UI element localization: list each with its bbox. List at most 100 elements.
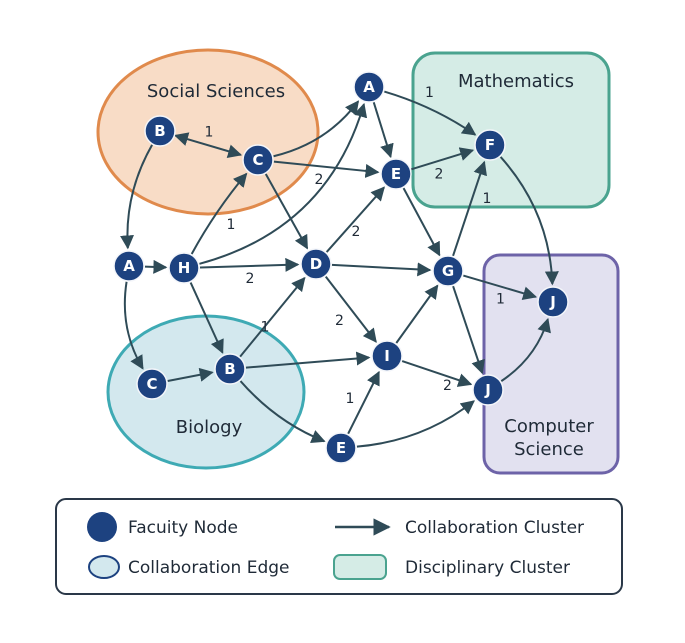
legend-node-icon (87, 512, 117, 542)
node-label-left_A: A (123, 257, 135, 275)
node-circle-bio_C (136, 368, 168, 400)
node-circle-mid_E (380, 158, 412, 190)
node-label-I: I (384, 347, 390, 365)
edges-layer (120, 90, 559, 448)
node-label-top_A: A (363, 78, 375, 96)
edge-H-to-top_A (199, 102, 368, 265)
legend-edge-icon (88, 555, 120, 579)
edge-H-to-ss_C (190, 172, 248, 255)
node-label-cs_J2: J (484, 381, 491, 399)
edge-ss_B-to-ss_C (173, 132, 243, 159)
node-label-bio_B: B (224, 360, 235, 378)
edge-bio_B-to-low_E (239, 380, 326, 444)
mathematics-cluster (411, 51, 611, 209)
node-circle-cs_J1 (537, 286, 569, 318)
node-circle-H (168, 252, 200, 284)
edge-weight-bio_B-to-D: 1 (261, 320, 270, 336)
node-circle-bio_B (214, 353, 246, 385)
edge-mid_E-to-m_F (410, 147, 475, 171)
node-low_E: E (325, 432, 357, 464)
biology-cluster (106, 314, 306, 470)
edge-bio_C-to-bio_B (167, 367, 214, 382)
edge-weight-H-to-ss_C: 1 (227, 217, 236, 233)
edge-left_A-to-bio_C (123, 281, 144, 370)
node-cs_J1: J (537, 286, 569, 318)
node-I: I (371, 340, 403, 372)
edge-D-to-I (324, 276, 377, 343)
edge-bio_B-to-D (239, 276, 306, 358)
node-H: H (168, 252, 200, 284)
computer-science-label-line2: Science (514, 439, 584, 460)
edge-m_F-to-cs_J1 (499, 156, 559, 286)
node-circle-m_F (474, 129, 506, 161)
edge-bio_B-to-I (245, 351, 371, 369)
edge-G-to-cs_J1 (463, 274, 538, 301)
edge-weight-ss_B-to-ss_C: 1 (205, 125, 214, 141)
edge-ss_C-to-top_A (273, 100, 360, 158)
node-label-bio_C: C (146, 375, 157, 393)
edge-D-to-G (331, 262, 432, 277)
node-circle-G (432, 255, 464, 287)
edge-weight-G-to-cs_J1: 1 (496, 292, 505, 308)
node-cs_J2: J (472, 374, 504, 406)
edge-top_A-to-mid_E (372, 101, 394, 159)
edge-mid_E-to-G (402, 187, 441, 257)
legend-cluster-icon (333, 554, 387, 580)
node-circle-low_E (325, 432, 357, 464)
node-circle-left_A (113, 250, 145, 282)
nodes-layer: B C A F E A H D G J C B I J E (113, 71, 569, 464)
node-top_A: A (353, 71, 385, 103)
edge-left_A-to-H (144, 259, 168, 274)
mathematics-label: Mathematics (458, 71, 574, 92)
edge-low_E-to-I (347, 370, 380, 435)
node-ss_B: B (144, 115, 176, 147)
edge-weight-mid_E-to-m_F: 2 (435, 167, 444, 183)
legend-faculty-node: Facuity Node (128, 518, 238, 538)
node-m_F: F (474, 129, 506, 161)
node-D: D (300, 248, 332, 280)
edge-I-to-cs_J2 (401, 360, 473, 387)
computer-science-label-line1: Computer (504, 416, 594, 437)
node-left_A: A (113, 250, 145, 282)
legend-collaboration-cluster: Collaboration Cluster (405, 518, 584, 538)
edge-weight-top_A-to-m_F: 1 (425, 85, 434, 101)
node-circle-ss_C (242, 144, 274, 176)
edge-cs_J2-to-cs_J1 (500, 317, 551, 382)
node-label-ss_C: C (252, 151, 263, 169)
node-label-mid_E: E (391, 165, 401, 183)
node-label-m_F: F (485, 136, 495, 154)
node-circle-D (300, 248, 332, 280)
social-sciences-label: Social Sciences (147, 81, 285, 102)
node-circle-I (371, 340, 403, 372)
node-G: G (432, 255, 464, 287)
edge-G-to-cs_J2 (452, 285, 485, 375)
node-label-low_E: E (336, 439, 346, 457)
node-label-D: D (310, 255, 322, 273)
edge-I-to-G (395, 284, 439, 344)
legend-collaboration-edge: Collaboration Edge (128, 558, 289, 578)
node-ss_C: C (242, 144, 274, 176)
node-mid_E: E (380, 158, 412, 190)
edge-weight-H-to-D: 2 (246, 271, 255, 287)
node-label-G: G (442, 262, 454, 280)
node-circle-ss_B (144, 115, 176, 147)
edge-ss_C-to-D (264, 173, 309, 250)
edge-weight-D-to-I: 2 (335, 313, 344, 329)
edge-low_E-to-cs_J2 (356, 400, 475, 448)
edge-H-to-bio_B (189, 282, 224, 354)
edge-ss_C-to-mid_E (273, 160, 380, 178)
legend-box (55, 498, 623, 595)
node-label-cs_J1: J (549, 293, 556, 311)
node-bio_C: C (136, 368, 168, 400)
edge-G-to-m_F (452, 160, 487, 257)
node-bio_B: B (214, 353, 246, 385)
edge-H-to-D (199, 257, 300, 272)
edge-weight-ss_C-to-mid_E: 2 (315, 172, 324, 188)
node-circle-top_A (353, 71, 385, 103)
edge-weight-I-to-cs_J2: 2 (443, 378, 452, 394)
edge-D-to-mid_E (325, 186, 385, 253)
node-circle-cs_J2 (472, 374, 504, 406)
edge-top_A-to-m_F (384, 90, 477, 136)
